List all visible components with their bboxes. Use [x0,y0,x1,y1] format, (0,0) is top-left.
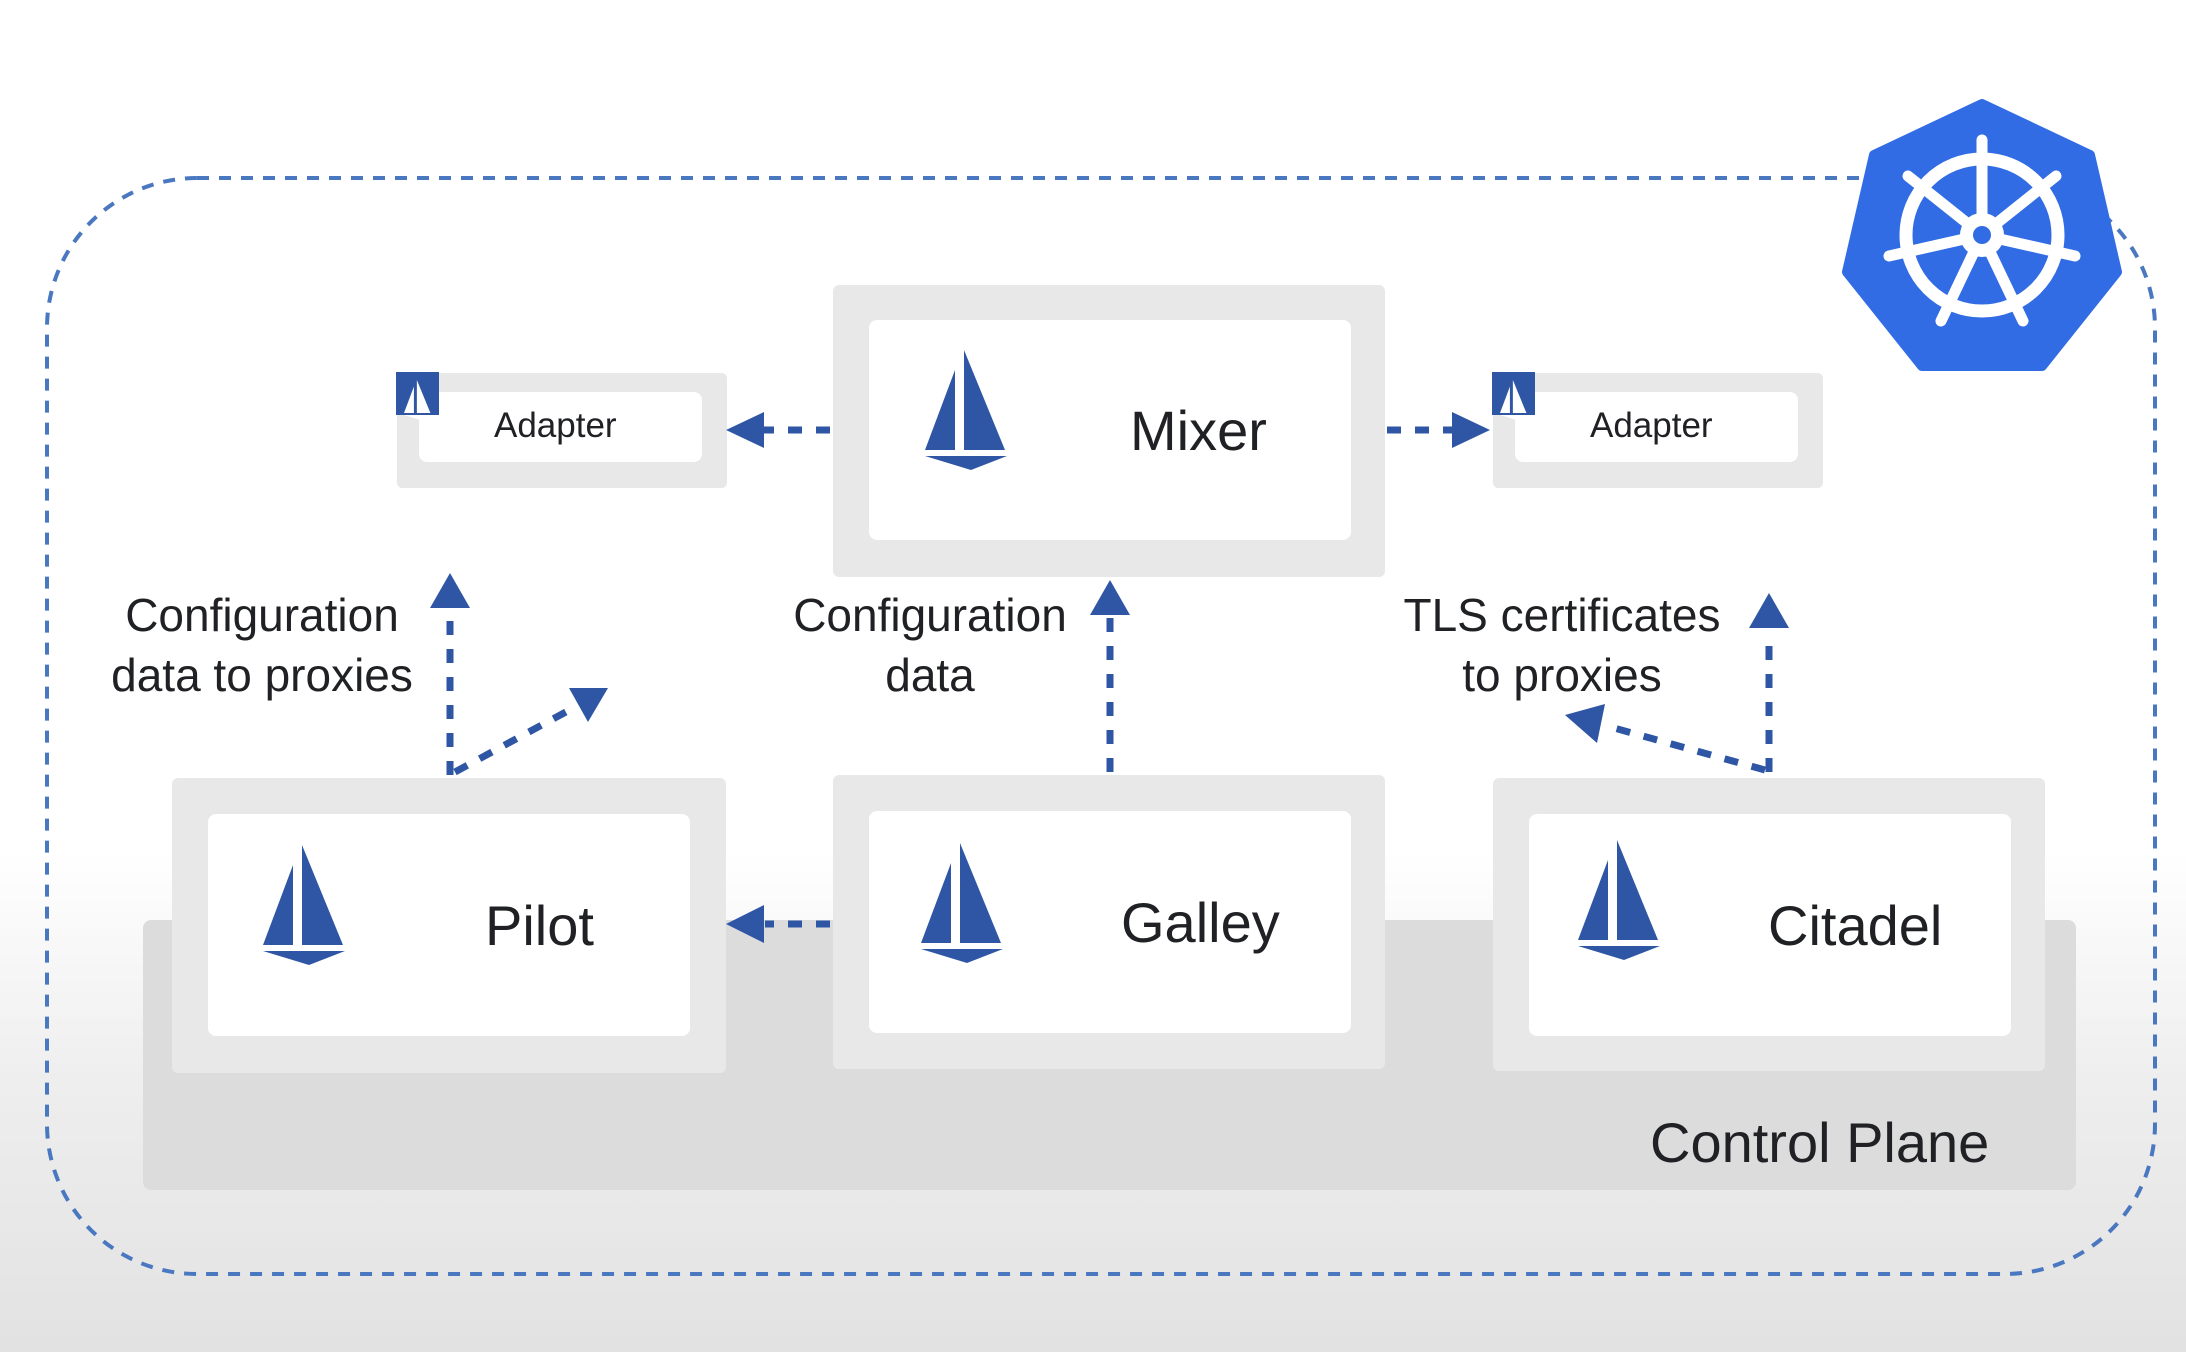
mixer-label: Mixer [1130,399,1267,462]
pilot-annotation-line1: Configuration [125,589,399,641]
arrowhead-right [1452,412,1490,448]
citadel-annotation-line2: to proxies [1462,649,1662,701]
pilot-annotation-line2: data to proxies [111,649,413,701]
pilot-annotation: Configuration data to proxies [82,585,442,705]
adapter-right[interactable] [1492,372,1823,488]
citadel-label: Citadel [1768,894,1943,957]
mixer-box[interactable] [833,285,1385,577]
citadel-annotation-line1: TLS certificates [1403,589,1721,641]
adapter-left[interactable] [396,372,727,488]
citadel-box[interactable] [1493,778,2045,1071]
pilot-label: Pilot [485,894,594,957]
adapter-left-label: Adapter [494,406,617,445]
pilot-diagonal-arrow-line [453,703,577,776]
galley-annotation: Configuration data [760,585,1100,705]
arrowhead-up [430,573,470,608]
galley-box[interactable] [833,775,1385,1069]
citadel-diagonal-arrow-line [1606,722,1766,774]
arrowhead-diagonal [569,688,608,722]
arrowhead-left [726,412,764,448]
adapter-right-label: Adapter [1590,406,1713,445]
arrowhead-up [1090,580,1130,615]
citadel-annotation: TLS certificates to proxies [1372,585,1752,705]
arrowhead-left [726,905,764,943]
galley-annotation-line2: data [885,649,975,701]
cluster-boundary [45,176,2157,1276]
galley-label: Galley [1121,891,1280,954]
galley-annotation-line1: Configuration [793,589,1067,641]
arrowhead-up [1749,593,1789,628]
arrowhead-diagonal [1565,704,1605,743]
kubernetes-helm-icon [1842,99,2122,371]
pilot-box[interactable] [172,778,726,1073]
control-plane-label: Control Plane [1650,1111,1990,1174]
